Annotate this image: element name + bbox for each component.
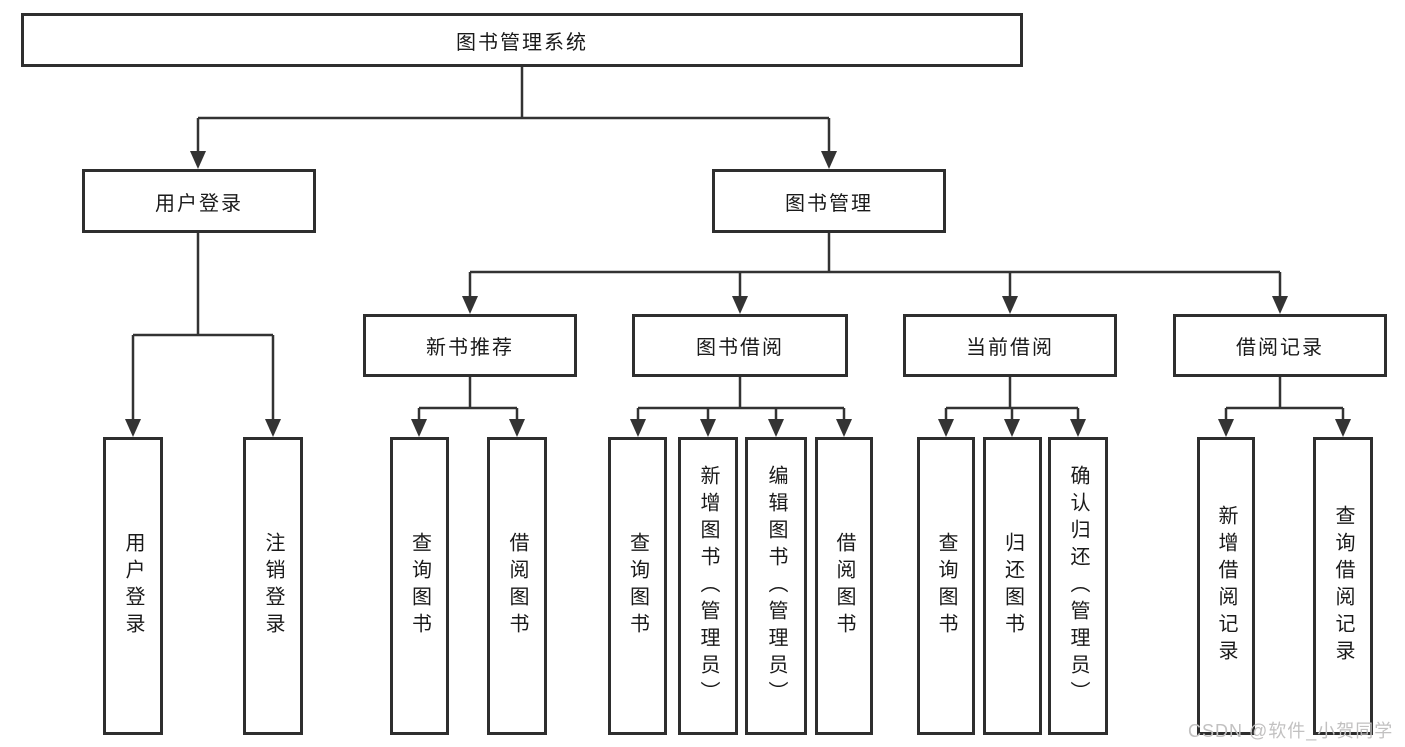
connector-book-borrowing-children [630, 377, 852, 437]
node-system-root: 图书管理系统 [21, 13, 1023, 67]
connector-new-book-recommend-children [411, 377, 525, 437]
node-book-management: 图书管理 [712, 169, 946, 233]
node-borrowing-records: 借阅记录 [1173, 314, 1387, 377]
leaf-edit-books-admin: 编辑图书（管理员） [745, 437, 807, 735]
csdn-watermark: CSDN @软件_小贺同学 [1188, 721, 1394, 741]
leaf-recommend-borrow-books: 借阅图书 [487, 437, 547, 735]
leaf-add-books-admin: 新增图书（管理员） [678, 437, 738, 735]
node-current-borrowing: 当前借阅 [903, 314, 1117, 377]
leaf-borrowing-query-books: 查询图书 [608, 437, 667, 735]
connector-book-management-children [462, 233, 1288, 314]
node-new-book-recommend: 新书推荐 [363, 314, 577, 377]
leaf-user-login: 用户登录 [103, 437, 163, 735]
connector-user-login-children [125, 233, 281, 437]
leaf-recommend-query-books: 查询图书 [390, 437, 449, 735]
leaf-current-query-books: 查询图书 [917, 437, 975, 735]
connector-borrowing-records-children [1218, 377, 1351, 437]
leaf-confirm-return-admin: 确认归还（管理员） [1048, 437, 1108, 735]
node-user-login: 用户登录 [82, 169, 316, 233]
leaf-query-borrow-record: 查询借阅记录 [1313, 437, 1373, 735]
node-book-borrowing: 图书借阅 [632, 314, 848, 377]
leaf-add-borrow-record: 新增借阅记录 [1197, 437, 1255, 735]
connector-current-borrowing-children [938, 377, 1086, 437]
connector-root-to-level2 [190, 67, 837, 169]
leaf-logout: 注销登录 [243, 437, 303, 735]
leaf-borrow-books: 借阅图书 [815, 437, 873, 735]
leaf-return-books: 归还图书 [983, 437, 1042, 735]
